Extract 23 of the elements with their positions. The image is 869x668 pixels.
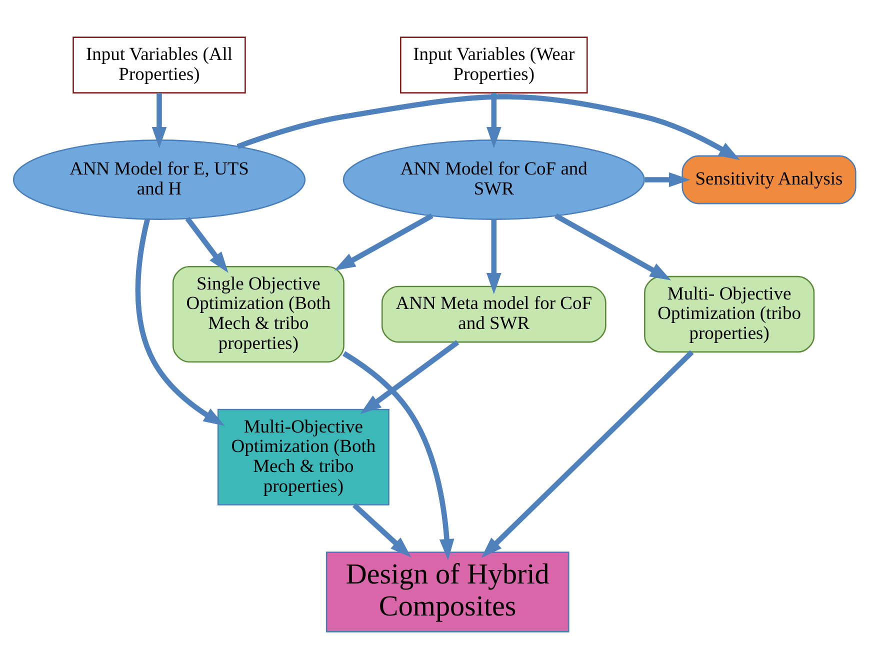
arrow (334, 212, 434, 270)
arrow (185, 216, 228, 272)
arrow (486, 218, 502, 294)
arrow (360, 340, 460, 414)
node-ellipse: ANN Model for CoF and SWR (342, 139, 645, 220)
arrow (236, 94, 740, 160)
node-box: ANN Meta model for CoF and SWR (381, 285, 606, 342)
arrow (554, 212, 672, 280)
arrow (644, 172, 690, 187)
arrow (152, 92, 167, 148)
node-box: Single Objective Optimization (Both Mech & tribo properties) (172, 265, 344, 362)
arrow (352, 502, 412, 557)
node-box: Multi- Objective Optimization (tribo properties) (644, 275, 815, 352)
arrow (342, 350, 454, 560)
node-box: Sensitivity Analysis (682, 154, 856, 204)
node-ellipse: ANN Model for E, UTS and H (12, 139, 306, 220)
arrow (486, 92, 502, 148)
node-box: Input Variables (Wear Properties) (400, 36, 588, 93)
node-box: Multi-Objective Optimization (Both Mech & tribo properties) (217, 408, 390, 505)
arrow (481, 350, 694, 558)
node-box: Design of Hybrid Composites (326, 551, 570, 632)
node-box: Input Variables (All Properties) (72, 36, 246, 93)
arrow (135, 218, 225, 426)
